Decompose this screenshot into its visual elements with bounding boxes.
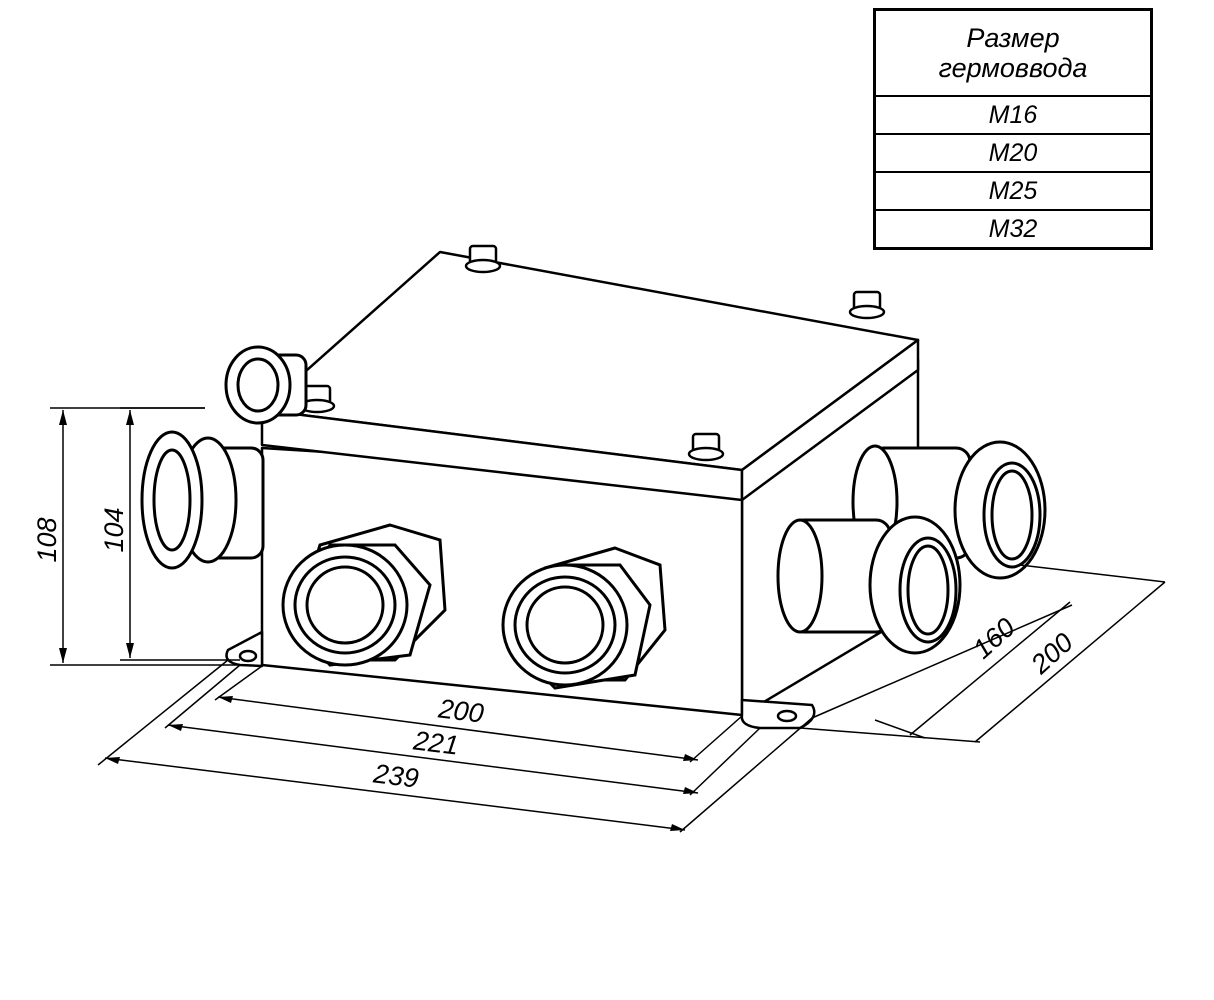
table-row-m25: M25 bbox=[873, 171, 1153, 211]
dim-height-104: 104 bbox=[99, 507, 129, 552]
cable-gland-front-right bbox=[501, 546, 667, 690]
table-header-line1: Размер bbox=[966, 23, 1060, 53]
cable-gland-right-front bbox=[776, 515, 962, 655]
table-row-m16: M16 bbox=[873, 95, 1153, 135]
dim-depth-160: 160 bbox=[967, 612, 1021, 664]
table-header: Размер гермоввода bbox=[873, 8, 1153, 97]
dimension-lines bbox=[50, 407, 1166, 833]
table-row-m20: M20 bbox=[873, 133, 1153, 173]
lid-screws bbox=[298, 244, 886, 462]
table-header-line2: гермоввода bbox=[938, 53, 1088, 83]
dim-width-200: 200 bbox=[436, 693, 485, 728]
cable-gland-left-bottom bbox=[140, 430, 265, 570]
dimension-arrows bbox=[59, 410, 698, 831]
dim-height-108: 108 bbox=[32, 517, 62, 562]
table-row-m32: M32 bbox=[873, 209, 1153, 250]
dim-width-221: 221 bbox=[411, 725, 460, 760]
cable-gland-left-top bbox=[224, 345, 308, 425]
dim-width-239: 239 bbox=[371, 758, 420, 793]
gland-size-table: Размер гермоввода M16 M20 M25 M32 bbox=[873, 8, 1153, 250]
cable-gland-front-left bbox=[281, 523, 447, 667]
dim-depth-200: 200 bbox=[1024, 627, 1078, 680]
box-lid-side bbox=[740, 338, 920, 502]
